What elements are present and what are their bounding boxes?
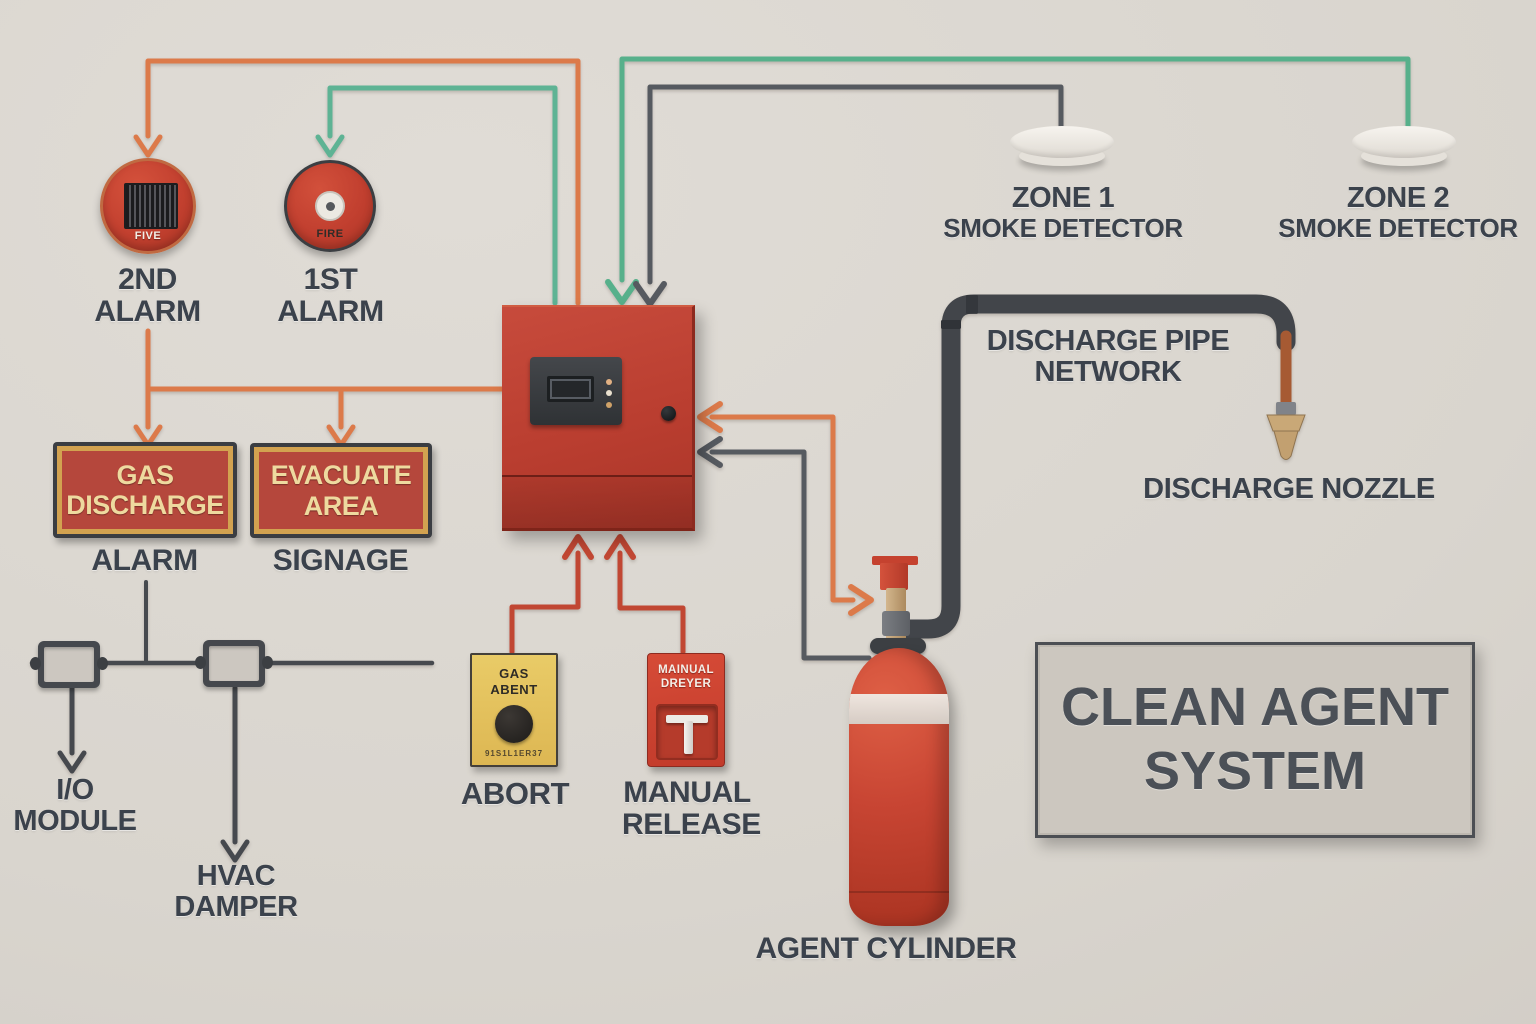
nozzle-coupling xyxy=(1276,402,1296,415)
cylinder-valve-cap xyxy=(880,563,908,590)
label-second-alarm: 2ND ALARM xyxy=(94,263,201,329)
cylinder-pipe-collar xyxy=(882,611,910,636)
panel-display xyxy=(530,357,622,425)
manual-release-station: MAINUAL DREYER xyxy=(647,653,725,767)
fire-control-panel xyxy=(502,305,695,531)
caption-manual-release: MANUAL RELEASE xyxy=(622,776,761,842)
discharge-nozzle-icon xyxy=(1273,430,1299,460)
wire-gray-cylinder-supervision xyxy=(709,449,872,661)
cylinder-valve-cap-flange xyxy=(872,556,918,565)
zone1-smoke-detector-icon xyxy=(1010,126,1114,170)
wire-teal-first-alarm xyxy=(327,85,558,306)
wire-green-zone2 xyxy=(619,56,1411,283)
bell-hub-icon xyxy=(315,191,345,221)
zone2-smoke-detector-icon xyxy=(1352,126,1456,170)
abort-station: GAS ABENT 91S1L1ER37 xyxy=(470,653,558,767)
relay-module-io-icon xyxy=(30,641,108,688)
bell-text: FIRE xyxy=(316,228,344,240)
evacuate-area-sign: EVACUATE AREA xyxy=(250,443,432,538)
abort-button-icon xyxy=(495,705,533,743)
arrow-down-first-alarm xyxy=(315,134,345,158)
panel-led-1 xyxy=(606,379,612,385)
arrow-down-zone2-into-panel xyxy=(605,279,639,305)
bell-grille-icon xyxy=(124,183,178,229)
caption-signage: SIGNAGE xyxy=(272,544,409,577)
relay-module-hvac-icon xyxy=(195,640,273,687)
caption-discharge-nozzle: DISCHARGE NOZZLE xyxy=(1143,473,1435,505)
panel-lcd-screen xyxy=(547,376,594,402)
label-first-alarm: 1ST ALARM xyxy=(277,263,384,329)
cylinder-white-band xyxy=(849,694,949,724)
label-hvac-damper: HVAC DAMPER xyxy=(174,860,298,924)
arrow-down-io-module xyxy=(57,750,87,774)
agent-cylinder-icon xyxy=(849,648,949,926)
panel-lower-door xyxy=(502,477,692,528)
second-alarm-bell-icon: FIVE xyxy=(100,158,196,254)
bell-text: FIVE xyxy=(134,230,162,242)
arrow-up-manual-into-panel xyxy=(604,534,636,560)
nozzle-flare xyxy=(1266,414,1306,432)
wire-red-manual-release xyxy=(617,550,686,655)
arrow-left-into-panel-orange xyxy=(697,401,723,433)
pipe-elbow-band xyxy=(966,295,978,314)
panel-button xyxy=(661,406,676,421)
pipe-coupling-band xyxy=(941,320,961,329)
pull-handle-icon xyxy=(666,715,708,723)
label-zone2: ZONE 2 SMOKE DETECTOR xyxy=(1278,182,1518,244)
label-io-module: I/O MODULE xyxy=(13,774,137,838)
label-zone1: ZONE 1 SMOKE DETECTOR xyxy=(943,182,1183,244)
wire-orange-cylinder-actuation xyxy=(709,414,856,603)
pull-station-recess xyxy=(656,704,718,760)
first-alarm-bell-icon: FIRE xyxy=(284,160,376,252)
caption-alarm: ALARM xyxy=(91,544,198,577)
panel-led-2 xyxy=(606,390,612,396)
wire-orange-second-alarm xyxy=(145,58,581,306)
arrow-down-zone1-into-panel xyxy=(633,281,667,307)
discharge-pipe xyxy=(895,294,1296,639)
clean-agent-system-sign: CLEAN AGENT SYSTEM xyxy=(1035,642,1475,838)
arrow-down-hvac xyxy=(220,839,250,863)
gas-discharge-sign: GAS DISCHARGE xyxy=(53,442,237,538)
caption-agent-cylinder: AGENT CYLINDER xyxy=(755,932,1017,965)
arrow-right-at-cylinder xyxy=(848,584,874,616)
label-discharge-pipe-network: DISCHARGE PIPE NETWORK xyxy=(986,325,1230,389)
panel-seam xyxy=(502,475,692,477)
arrow-up-abort-into-panel xyxy=(562,534,594,560)
wire-red-abort xyxy=(509,550,581,655)
caption-abort: ABORT xyxy=(460,776,570,811)
wire-gray-zone1 xyxy=(647,84,1064,285)
panel-led-3 xyxy=(606,402,612,408)
arrow-down-second-alarm xyxy=(133,134,163,158)
arrow-left-into-panel-gray xyxy=(697,436,723,468)
